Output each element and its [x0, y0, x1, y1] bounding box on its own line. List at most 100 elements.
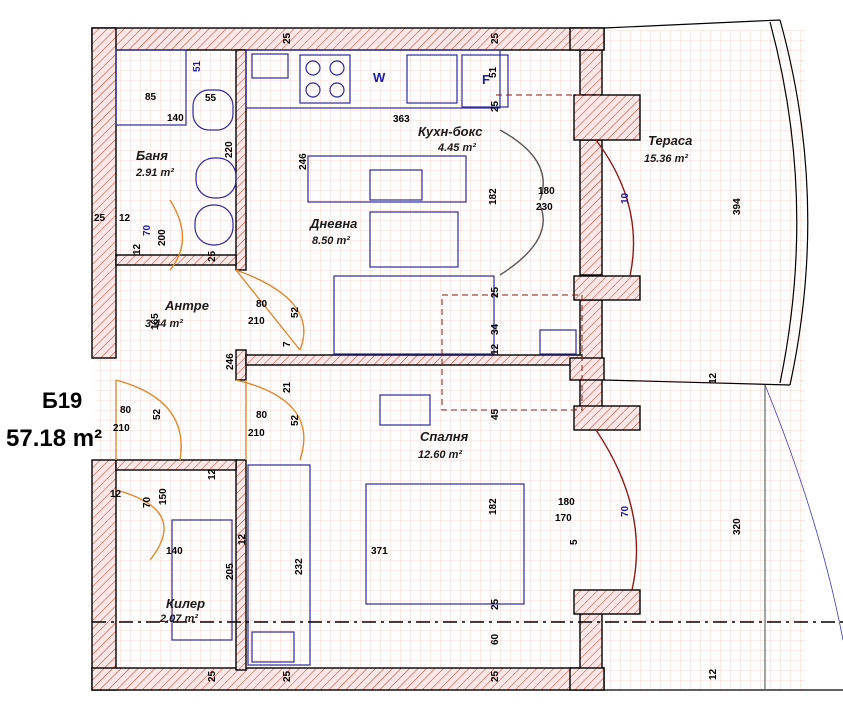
- dim-210-bedroom: 210: [248, 428, 265, 439]
- door-swings-path: [499, 204, 544, 276]
- furniture-rect: [247, 464, 311, 666]
- walls-rect: [573, 94, 641, 141]
- room-area-closet: 2.07 m²: [159, 613, 198, 625]
- dim-210-left: 210: [113, 423, 130, 434]
- furniture-rect: [245, 49, 501, 109]
- walls-rect: [235, 349, 247, 381]
- dim-21: 21: [282, 381, 293, 393]
- walls-rect: [579, 49, 603, 96]
- terrace-outline-path: [769, 21, 798, 384]
- dimension-labels: 363 371 140 140 180 230 180 170 85 55 25…: [94, 32, 743, 682]
- dim-394: 394: [732, 198, 743, 215]
- furniture-rect: [251, 631, 295, 663]
- walls-rect: [235, 49, 247, 271]
- door-swings-path: [595, 429, 638, 591]
- door-swings-path: [595, 139, 635, 277]
- dimension-labels-g: 150: [158, 488, 169, 505]
- dim-12-left: 12: [119, 213, 131, 224]
- dim-210-hall: 210: [248, 316, 265, 327]
- furniture-rect: [406, 54, 458, 104]
- dim-140-bottom: 140: [166, 546, 183, 557]
- door-swings-path: [499, 129, 544, 201]
- furniture-rect: [379, 394, 431, 426]
- furniture-rect: [115, 49, 187, 126]
- dim-70-closet: 70: [142, 496, 153, 508]
- terrace-outline-path: [779, 19, 809, 386]
- dim-150: 150: [158, 488, 169, 505]
- walls-rect: [573, 405, 641, 431]
- furniture-rect: [369, 211, 459, 268]
- furniture-rect: [369, 169, 423, 201]
- apartment-info: Б19 57.18 m²: [6, 388, 102, 452]
- dimension-labels-g: 205: [225, 563, 236, 580]
- washer-label: W: [373, 70, 386, 85]
- dimension-labels-g: 182: [488, 188, 499, 205]
- dim-10: 10: [620, 192, 631, 204]
- dimension-labels-g: 165: [150, 313, 161, 330]
- door-swings-path: [235, 269, 305, 351]
- dimension-labels-g: 25: [282, 32, 293, 44]
- dimension-labels-g: 10: [620, 192, 631, 204]
- dim-25-top-2: 25: [490, 32, 501, 44]
- dim-25-mid: 25: [490, 286, 501, 298]
- dim-246-living: 246: [298, 153, 309, 170]
- dimension-labels-g: 220: [224, 141, 235, 158]
- dim-34: 34: [490, 323, 501, 335]
- dim-371: 371: [371, 546, 388, 557]
- furniture-rect: [307, 155, 467, 203]
- furniture-rect: [194, 204, 234, 246]
- dimension-labels-g: 25: [207, 250, 218, 262]
- dim-140-top: 140: [167, 113, 184, 124]
- dimension-labels-g: 60: [490, 633, 501, 645]
- dimension-labels-g: 52: [290, 306, 301, 318]
- door-swings-line: [235, 269, 301, 351]
- room-name-closet: Килер: [166, 596, 205, 611]
- dimension-labels-g: 12: [237, 533, 248, 545]
- furniture-rect: [195, 157, 237, 199]
- dim-12-closet-top: 12: [207, 468, 218, 480]
- dim-182-living: 182: [488, 188, 499, 205]
- dim-70-bath: 70: [142, 224, 153, 236]
- room-area-bath: 2.91 m²: [135, 167, 174, 179]
- dimension-labels-g: 246: [298, 153, 309, 170]
- dim-320: 320: [732, 518, 743, 535]
- dim-180-top: 180: [538, 186, 555, 197]
- furniture-rect: [299, 54, 351, 104]
- furniture: [115, 49, 577, 666]
- dimension-labels-g: 25: [490, 32, 501, 44]
- dimension-labels-g: 25: [490, 100, 501, 112]
- dimension-labels-g: 7: [282, 341, 293, 347]
- dimension-labels-g: 21: [282, 381, 293, 393]
- furniture-circle: [305, 60, 321, 76]
- apartment-id: Б19: [42, 388, 82, 413]
- dim-12-mid: 12: [490, 343, 501, 355]
- dimension-labels-g: 25: [490, 598, 501, 610]
- dimension-labels-g: 52: [290, 414, 301, 426]
- door-swings: [115, 129, 638, 591]
- walls-rect: [235, 459, 247, 671]
- dim-60: 60: [490, 633, 501, 645]
- walls-rect: [245, 354, 583, 366]
- dimension-labels-g: 34: [490, 323, 501, 335]
- dimension-labels-g: 320: [732, 518, 743, 535]
- dimension-labels-g: 70: [620, 505, 631, 517]
- dimension-labels-g: 51: [488, 66, 499, 78]
- dimension-labels-g: 45: [490, 408, 501, 420]
- dimension-labels-g: 12: [207, 468, 218, 480]
- dim-52-hall: 52: [290, 306, 301, 318]
- dim-25-bath: 25: [207, 250, 218, 262]
- dashed-lines-rect: [441, 294, 583, 411]
- dim-25-bottom-2: 25: [282, 670, 293, 682]
- dim-205: 205: [225, 563, 236, 580]
- walls-rect: [579, 609, 603, 671]
- dashed-lines: [441, 94, 600, 411]
- dim-182-bedroom: 182: [488, 498, 499, 515]
- dim-55: 55: [205, 93, 217, 104]
- dimension-labels-g: 25: [490, 670, 501, 682]
- dim-12-bedroom-left: 12: [237, 533, 248, 545]
- room-name-living: Дневна: [309, 216, 357, 231]
- walls-rect: [569, 357, 605, 381]
- dim-51-bath: 51: [192, 60, 203, 72]
- dim-25-bottom-1: 25: [207, 670, 218, 682]
- dim-52-left: 52: [152, 408, 163, 420]
